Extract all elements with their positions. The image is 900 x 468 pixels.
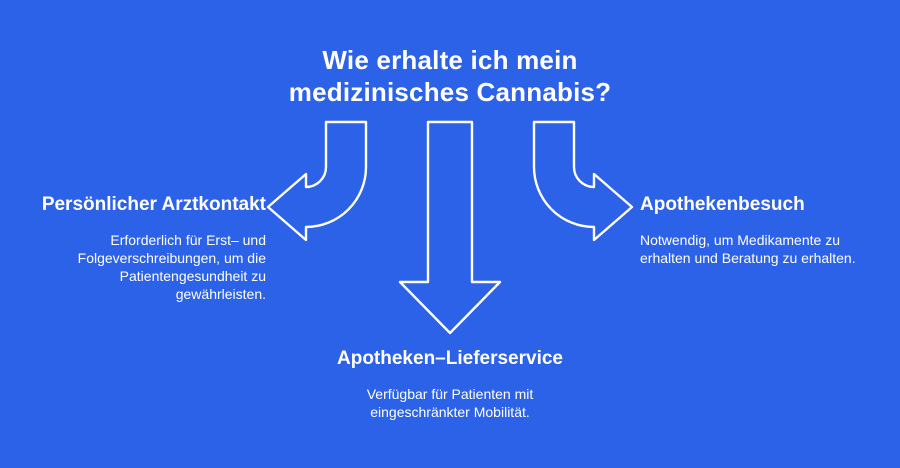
arrow-right-icon — [532, 120, 634, 242]
branch-bottom-heading: Apotheken–Lieferservice — [337, 348, 563, 369]
branch-bottom: Apotheken–Lieferservice Verfügbar für Pa… — [0, 347, 900, 421]
page-title: Wie erhalte ich mein medizinisches Canna… — [0, 44, 900, 108]
branch-right-heading: Apothekenbesuch — [640, 194, 805, 215]
page-title-line2: medizinisches Cannabis? — [288, 77, 612, 107]
branch-left: Persönlicher Arztkontakt Erforderlich fü… — [42, 193, 266, 303]
branch-left-description: Erforderlich für Erst– und Folgeverschre… — [77, 232, 266, 302]
page-title-line1: Wie erhalte ich mein — [322, 45, 578, 75]
branch-left-heading: Persönlicher Arztkontakt — [41, 194, 266, 215]
arrow-down-icon — [398, 120, 502, 335]
branch-bottom-description: Verfügbar für Patienten mit eingeschränk… — [366, 386, 534, 420]
arrow-left-icon — [266, 120, 368, 242]
branch-right: Apothekenbesuch Notwendig, um Medikament… — [640, 193, 880, 267]
branch-right-description: Notwendig, um Medikamente zu erhalten un… — [640, 232, 856, 266]
